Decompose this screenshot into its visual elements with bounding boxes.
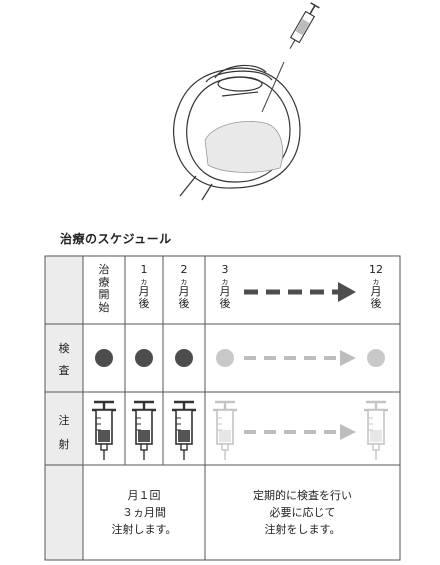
syringe-icon <box>90 400 118 462</box>
exam-dot-month3 <box>216 349 234 367</box>
row-header-exam-2: 査 <box>58 364 70 377</box>
syringe-icon <box>289 2 320 49</box>
exam-dot-start <box>95 349 113 367</box>
syringe-icon <box>130 400 158 462</box>
exam-dot-month12 <box>367 349 385 367</box>
eye-injection-illustration <box>173 2 320 201</box>
note-periodic-exam: 定期的に検査を行い必要に応じて注射をします。 <box>253 489 352 537</box>
row-header-exam-1: 検 <box>58 342 70 355</box>
syringe-icon <box>211 400 239 462</box>
header-arrow <box>244 282 356 302</box>
exam-arrow <box>244 350 356 366</box>
row-header-injection-1: 注 <box>58 414 70 427</box>
col-header-start: 治療開始 <box>98 263 110 314</box>
syringe-icon <box>362 400 390 462</box>
injection-arrow <box>244 424 356 440</box>
exam-dot-month2 <box>175 349 193 367</box>
row-header-injection-2: 射 <box>58 438 70 451</box>
exam-dot-month1 <box>135 349 153 367</box>
syringe-icon <box>170 400 198 462</box>
schedule-title: 治療のスケジュール <box>60 232 172 246</box>
